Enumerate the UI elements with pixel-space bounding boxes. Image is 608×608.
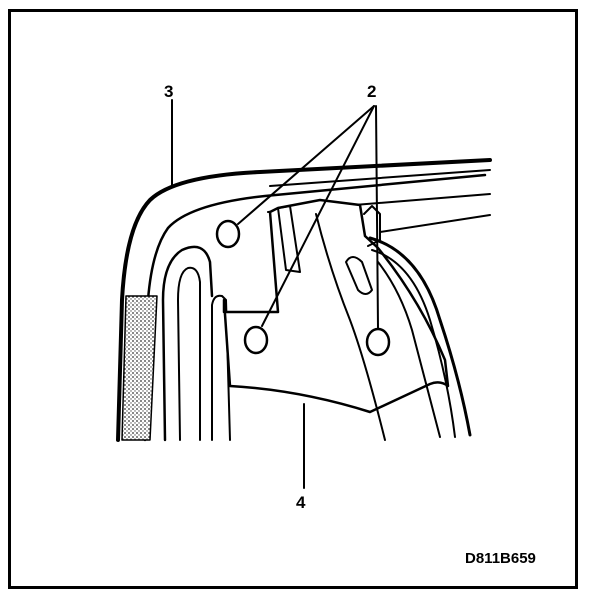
leader-2-a (237, 105, 375, 225)
callout-label-bracket: 4 (296, 493, 306, 512)
pillar-strip (211, 294, 231, 441)
roof-rail (379, 214, 491, 233)
bracket-slot (345, 256, 373, 295)
bracket-tab (363, 205, 381, 247)
fastener-right (365, 327, 391, 357)
bracket-rib (315, 213, 386, 441)
pillar-channel-inner (177, 266, 201, 441)
fastener-lower-left (243, 325, 269, 355)
seal-stipple-strip (121, 295, 158, 441)
pillar-channel-outer (161, 245, 214, 442)
seal-inner-edge (143, 173, 487, 442)
door-edge-inner (377, 261, 441, 438)
fastener-upper-left (215, 219, 241, 249)
callout-label-fasteners: 2 (367, 82, 377, 101)
leader-2-c (375, 105, 379, 329)
door-edge-outer (368, 236, 472, 437)
door-edge-mid (371, 249, 456, 438)
bracket-plate (222, 198, 450, 414)
seal-outer-edge (116, 158, 492, 442)
bracket-flange (277, 205, 301, 273)
roof-line (269, 169, 491, 187)
callout-label-seal: 3 (164, 82, 174, 101)
leader-2-b (261, 105, 375, 327)
reference-code: D811B659 (465, 550, 536, 567)
